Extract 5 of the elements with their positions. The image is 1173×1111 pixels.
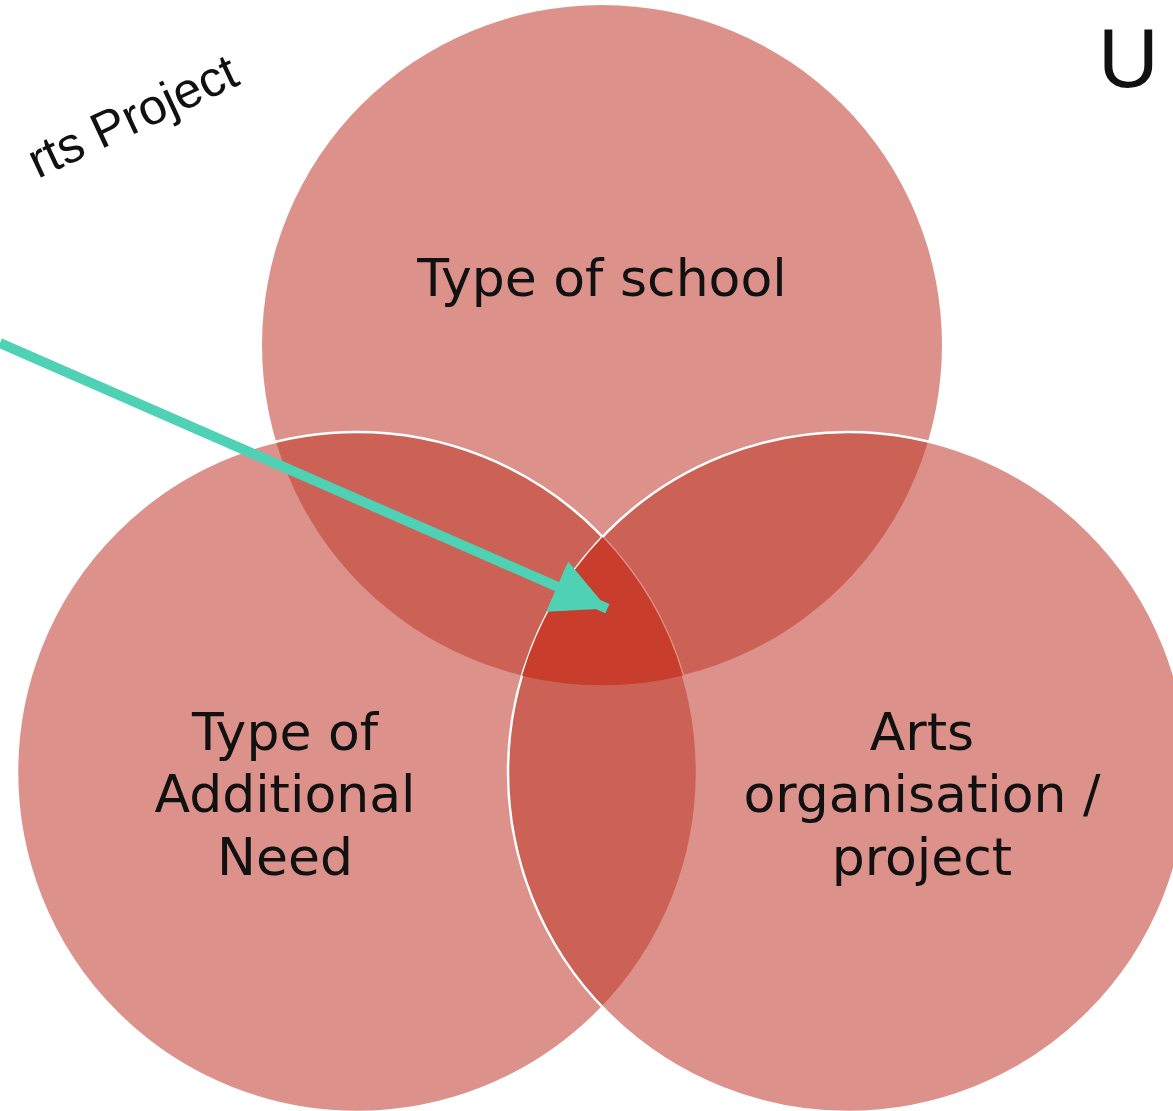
partial-heading: U [1098,10,1159,107]
circle-label: Arts organisation / project [742,701,1102,889]
circle-label: Type of school [416,246,788,310]
circle-label: Type of Additional Need [153,701,417,889]
arrow [0,338,610,614]
